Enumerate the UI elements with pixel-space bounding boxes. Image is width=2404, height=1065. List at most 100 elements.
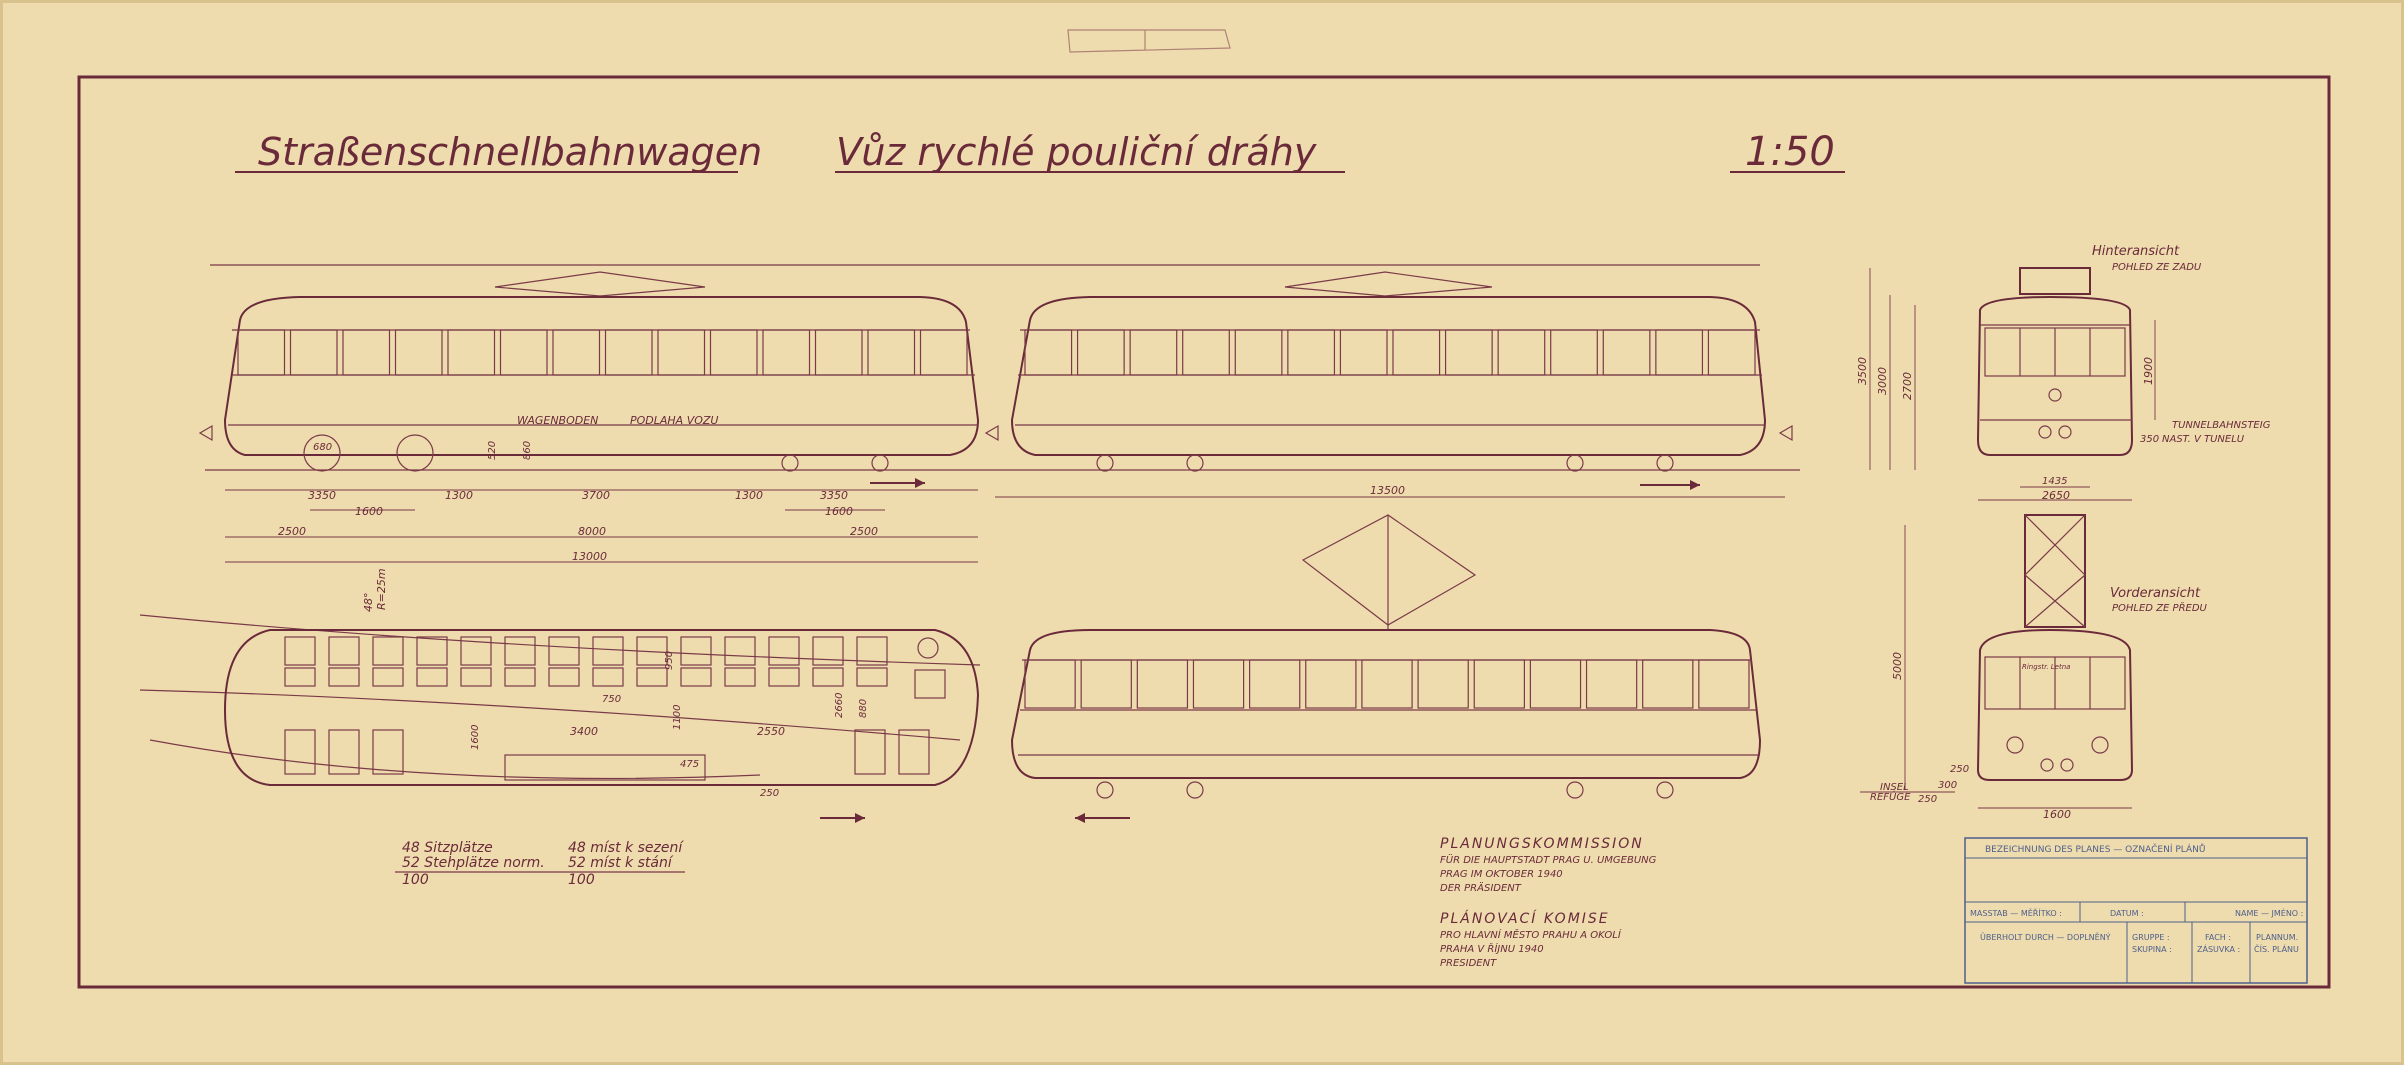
- tb-uberholt: ÜBERHOLT DURCH — DOPLNĚNÝ: [1980, 931, 2111, 942]
- window: [394, 329, 443, 376]
- dim-1300b: 1300: [735, 489, 763, 502]
- title-german: Straßenschnellbahnwagen: [258, 130, 762, 174]
- dim-950: 950: [664, 651, 675, 670]
- dim-13500: 13500: [1370, 484, 1405, 497]
- wheel: [396, 434, 434, 472]
- seat: [372, 667, 404, 687]
- seat: [328, 636, 360, 666]
- commission-cz-2: PRAHA V ŘÍJNU 1940: [1440, 942, 1544, 955]
- commission-block: PLANUNGSKOMMISSION FÜR DIE HAUPTSTADT PR…: [1440, 836, 1657, 969]
- dim-2550: 2550: [757, 725, 785, 738]
- dim-250: 250: [760, 788, 779, 799]
- commission-cz-title: PLÁNOVACÍ KOMISE: [1440, 910, 1610, 927]
- dim-8000: 8000: [578, 525, 606, 538]
- window: [289, 329, 338, 376]
- dim-2700: 2700: [1901, 372, 1914, 400]
- dim-3000: 3000: [1876, 367, 1889, 395]
- seat: [284, 636, 316, 666]
- commission-de-2: PRAG IM OKTOBER 1940: [1440, 869, 1563, 880]
- seat: [592, 636, 624, 666]
- dim-wheel: 680: [313, 442, 332, 453]
- seat: [416, 667, 448, 687]
- rear-title-cz: POHLED ZE ZADU: [2112, 262, 2202, 273]
- window: [1080, 659, 1132, 709]
- dim-radius: R=25m: [375, 568, 388, 610]
- rear-body: [1976, 295, 2134, 456]
- side-view: WAGENBODEN PODLAHA VOZU 680 520 860 3350…: [198, 264, 1800, 563]
- lower-pantograph: [1301, 514, 1477, 626]
- window: [1655, 329, 1704, 376]
- window: [1444, 329, 1493, 376]
- tb-plannum: PLANNUM.: [2256, 933, 2298, 942]
- tb-skupina: SKUPINA :: [2132, 945, 2172, 954]
- seat: [548, 667, 580, 687]
- window: [1707, 329, 1756, 376]
- window: [342, 329, 391, 376]
- seat: [856, 636, 888, 666]
- window: [814, 329, 863, 376]
- dim-3500: 3500: [1856, 357, 1869, 385]
- window: [447, 329, 496, 376]
- dim-2500b: 2500: [850, 525, 878, 538]
- window: [1361, 659, 1413, 709]
- window: [1529, 659, 1582, 709]
- seat: [898, 729, 930, 775]
- dim-250a: 250: [1950, 764, 1969, 775]
- seat: [680, 667, 712, 687]
- window: [709, 329, 758, 376]
- seats-cz-1: 48 míst k sezení: [568, 840, 684, 856]
- seat: [504, 667, 536, 687]
- trailer-pantograph: [1284, 271, 1493, 297]
- seats-de-1: 48 Sitzplätze: [402, 840, 493, 856]
- seats-cz-total: 100: [568, 872, 595, 888]
- window: [1287, 329, 1336, 376]
- dim-1600-front: 1600: [2043, 808, 2071, 821]
- seat: [724, 667, 756, 687]
- tb-cis: ČÍS. PLÁNU: [2254, 943, 2299, 954]
- dim-floor-1: 520: [487, 441, 498, 460]
- seat: [372, 636, 404, 666]
- wheel: [781, 454, 799, 472]
- dim-300: 300: [1938, 780, 1957, 791]
- title-block: BEZEICHNUNG DES PLANES — OZNAČENÍ PLÁNŮ …: [1964, 837, 2308, 984]
- dim-3400: 3400: [570, 725, 598, 738]
- tb-masstab: MASSTAB — MĚŘÍTKO :: [1970, 907, 2062, 918]
- wheel: [303, 434, 341, 472]
- window: [1417, 659, 1469, 709]
- window: [1192, 659, 1245, 709]
- window: [1698, 659, 1750, 709]
- seat: [460, 667, 492, 687]
- window: [1550, 329, 1598, 376]
- commission-cz-1: PRO HLAVNÍ MĚSTO PRAHU A OKOLÍ: [1440, 928, 1622, 941]
- trailer-windows: [1024, 329, 1756, 376]
- seat: [592, 667, 624, 687]
- window: [1136, 659, 1189, 709]
- dim-angle: 48°: [362, 593, 375, 613]
- window: [552, 329, 601, 376]
- destination-sign: Ringstr. Letna: [2022, 663, 2070, 671]
- window: [1473, 659, 1525, 709]
- window: [1392, 329, 1441, 376]
- dim-3700: 3700: [582, 489, 610, 502]
- seat: [724, 636, 756, 666]
- faint-sketch: [1067, 29, 1231, 53]
- commission-de-title: PLANUNGSKOMMISSION: [1440, 836, 1644, 852]
- insel-label: INSEL: [1880, 782, 1909, 793]
- tb-gruppe: GRUPPE :: [2132, 933, 2170, 942]
- window: [867, 329, 916, 376]
- floor-label-de: WAGENBODEN: [517, 414, 598, 427]
- seat-capacity: 48 Sitzplätze 52 Stehplätze norm. 100 48…: [395, 840, 685, 888]
- window: [1024, 659, 1076, 709]
- seat: [768, 667, 800, 687]
- seat: [328, 667, 360, 687]
- commission-cz-3: PRESIDENT: [1440, 958, 1497, 969]
- tb-datum: DATUM :: [2110, 909, 2144, 918]
- dim-3350a: 3350: [308, 489, 336, 502]
- dim-3350b: 3350: [820, 489, 848, 502]
- window: [1339, 329, 1388, 376]
- scale-label: 1:50: [1745, 129, 1835, 175]
- dim-1100: 1100: [672, 705, 683, 730]
- window: [1182, 329, 1230, 376]
- seat: [636, 667, 668, 687]
